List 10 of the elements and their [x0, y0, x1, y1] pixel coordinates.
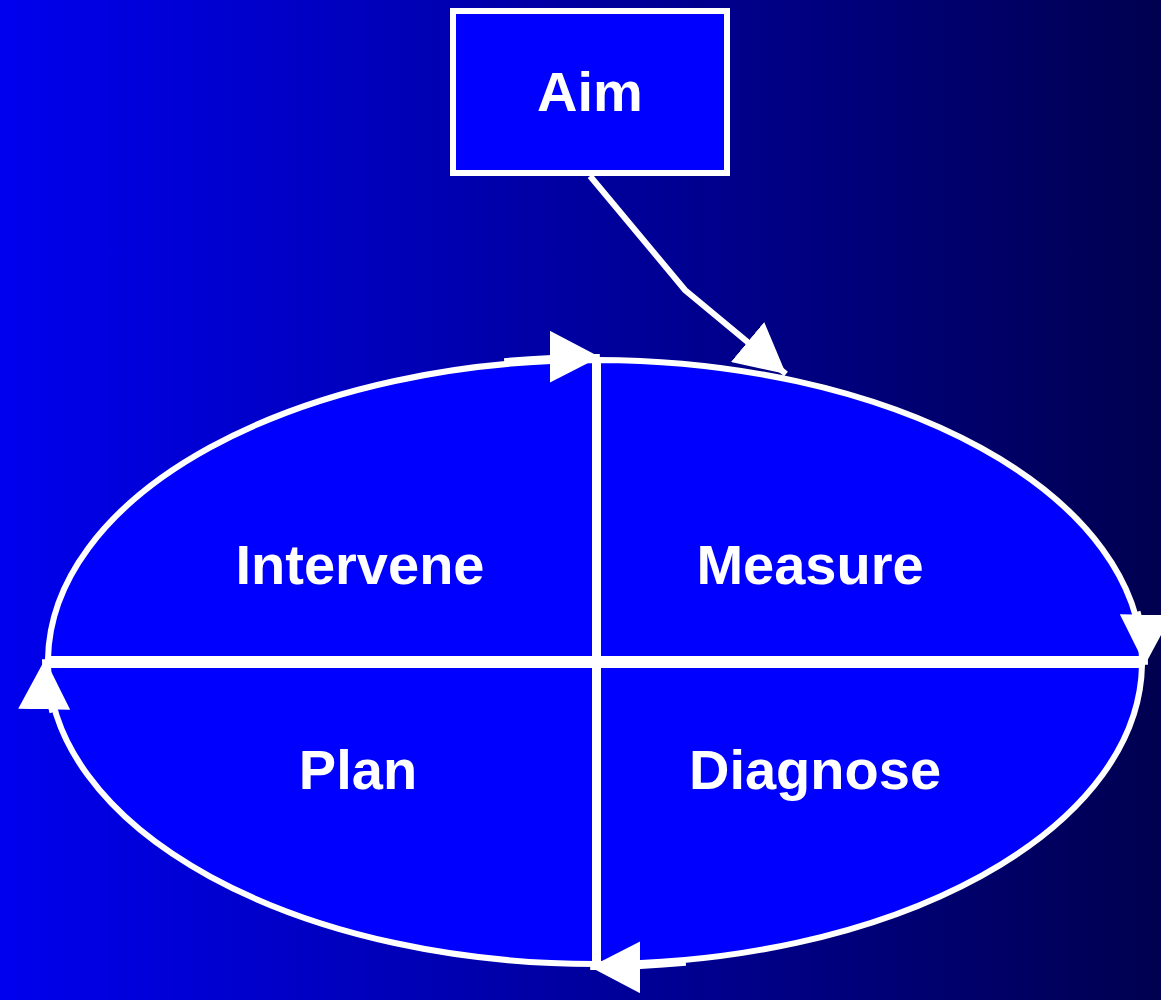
aim-box [450, 8, 730, 176]
quadrant-label: Plan [298, 741, 418, 798]
arrow [590, 940, 687, 993]
quadrant-label: Measure [696, 536, 924, 593]
arrow [1117, 610, 1161, 665]
quadrant-label: Intervene [235, 536, 485, 593]
arrow [503, 331, 600, 384]
box-label: Aim [537, 64, 643, 120]
arrow [587, 174, 788, 377]
arrow [20, 659, 73, 714]
